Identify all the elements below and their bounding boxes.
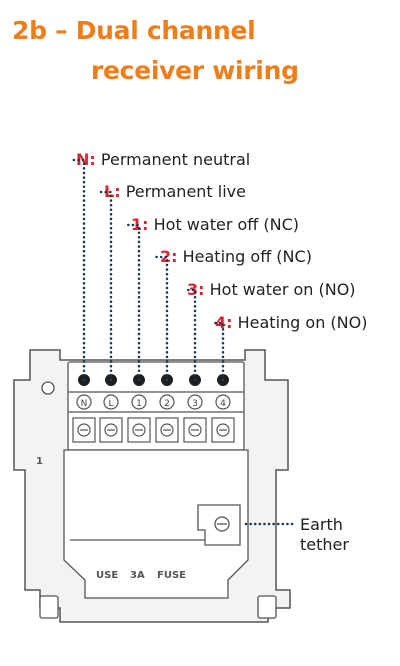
title-line-2: receiver wiring (91, 56, 299, 85)
terminal-label-ring (159, 394, 175, 410)
leader-3 (182, 288, 197, 382)
leader-4 (209, 321, 225, 382)
callout-text: Hot water off (NC) (153, 215, 299, 234)
side-label: 1 (36, 456, 43, 467)
callout-key: 3: (187, 280, 205, 299)
lower-housing (63, 449, 249, 599)
terminal-label: 4 (220, 399, 226, 409)
callout-hot-water-on: 3: Hot water on (NO) (187, 280, 356, 299)
terminal-label: N (81, 399, 88, 409)
callout-text: Heating off (NC) (182, 247, 312, 266)
terminal-label: 3 (192, 399, 198, 409)
callout-hot-water-off: 1: Hot water off (NC) (131, 215, 299, 234)
leader-neutral (70, 158, 86, 382)
use-label: USE (96, 570, 118, 581)
callout-text: Permanent live (125, 182, 246, 201)
terminal-label-ring (103, 394, 119, 410)
callout-heating-on: 4: Heating on (NO) (215, 313, 367, 332)
title-line-1: 2b – Dual channel (12, 16, 256, 45)
callout-live: L: Permanent live (104, 182, 246, 201)
fuse-label: FUSE (157, 570, 186, 581)
leader-1 (126, 223, 141, 382)
terminal-label: 1 (136, 399, 142, 409)
callout-key: 4: (215, 313, 233, 332)
earth-label-line1: Earth (300, 515, 343, 534)
terminal-label: 2 (164, 399, 170, 409)
mounting-hole (41, 381, 55, 395)
terminal-label-ring (215, 394, 231, 410)
callout-key: 2: (160, 247, 178, 266)
terminal-label-ring (131, 394, 147, 410)
leader-lines (70, 158, 298, 526)
callout-neutral: N: Permanent neutral (76, 150, 250, 169)
foot-right (257, 595, 277, 619)
terminal-label-ring (76, 394, 92, 410)
foot-left (39, 595, 59, 619)
terminal-label: L (108, 399, 113, 409)
callout-text: Hot water on (NO) (209, 280, 356, 299)
amps-label: 3A (130, 570, 145, 581)
callout-key: 1: (131, 215, 149, 234)
leader-live (98, 190, 113, 382)
callout-heating-off: 2: Heating off (NC) (160, 247, 312, 266)
callout-key: L: (104, 182, 121, 201)
earth-tether-label: Earth tether (300, 515, 349, 555)
leader-2 (154, 255, 169, 382)
callout-key: N: (76, 150, 96, 169)
earth-label-line2: tether (300, 535, 349, 554)
callout-text: Permanent neutral (100, 150, 251, 169)
callout-text: Heating on (NO) (237, 313, 368, 332)
terminal-label-ring (187, 394, 203, 410)
